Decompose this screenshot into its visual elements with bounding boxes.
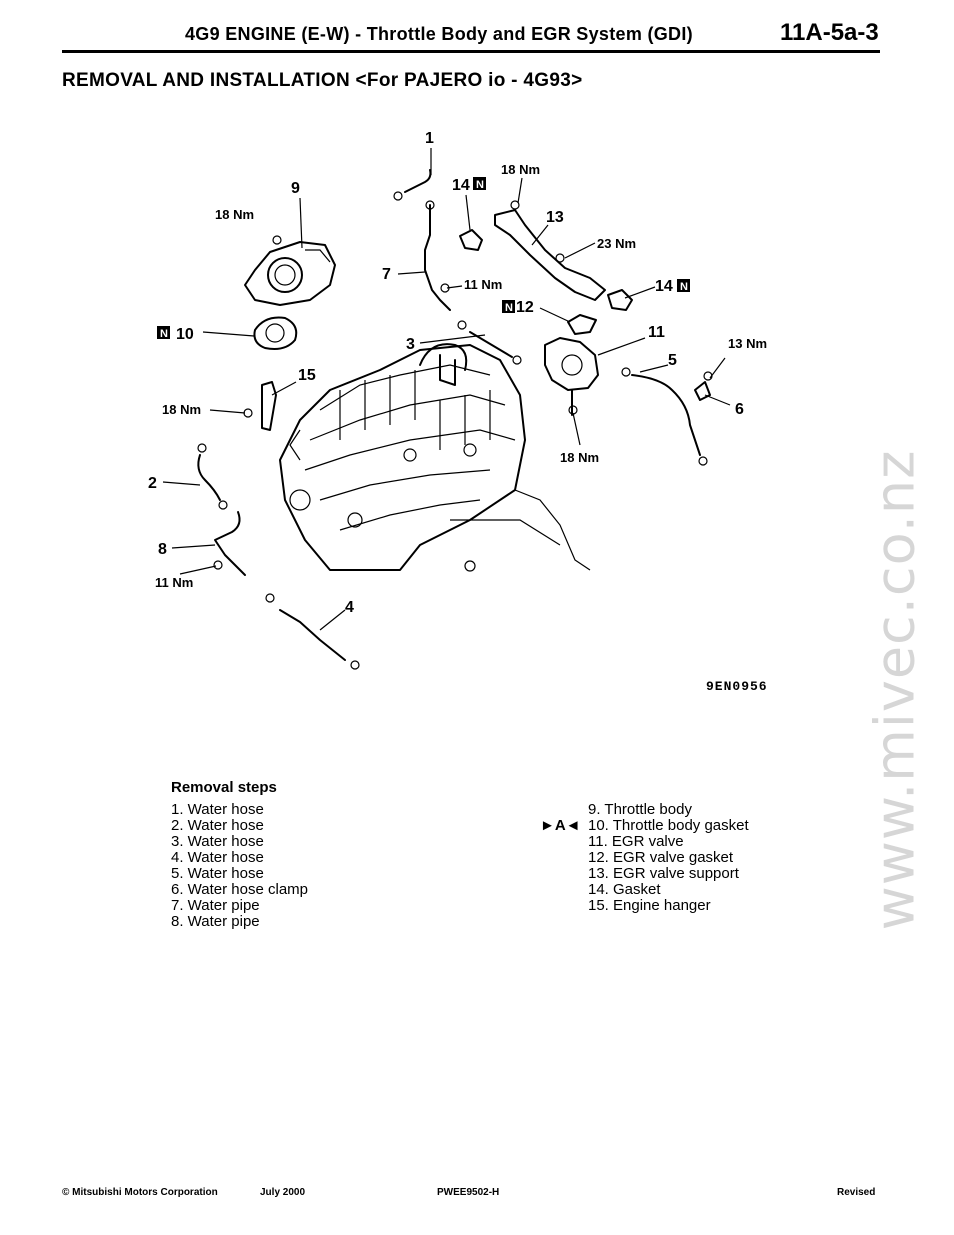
step-item: 3. Water hose — [171, 833, 264, 850]
leader-lines — [162, 148, 731, 631]
step-item: 13. EGR valve support — [540, 866, 749, 882]
step-item: 4. Water hose — [171, 849, 264, 866]
page-number: 11A-5a-3 — [780, 19, 879, 46]
step-text: 9. Throttle body — [588, 801, 692, 818]
section-title: REMOVAL AND INSTALLATION <For PAJERO io … — [62, 70, 583, 91]
callout-3: 3 — [406, 336, 415, 353]
footer-code: PWEE9502-H — [437, 1187, 500, 1198]
n-mark-12: N — [502, 300, 515, 314]
callout-5: 5 — [668, 352, 677, 369]
step-item: 8. Water pipe — [171, 913, 260, 930]
svg-text:N: N — [160, 328, 168, 340]
callout-9: 9 — [291, 180, 300, 197]
removal-steps-left: 1. Water hose 2. Water hose 3. Water hos… — [171, 802, 308, 930]
diagram-code: 9EN0956 — [706, 679, 768, 694]
callout-4: 4 — [345, 599, 354, 616]
n-mark-14a: N — [473, 177, 486, 191]
callout-14a: 14 — [452, 177, 470, 194]
step-item: 2. Water hose — [171, 817, 264, 834]
torque-label: 11 Nm — [464, 277, 502, 292]
removal-steps-right: 9. Throttle body ►A◄ 10. Throttle body ga… — [540, 802, 749, 914]
water-pipe-7 — [424, 204, 451, 311]
torque-label: 18 Nm — [560, 450, 599, 465]
header-title: 4G9 ENGINE (E-W) - Throttle Body and EGR… — [185, 24, 693, 44]
removal-steps-title: Removal steps — [171, 779, 277, 796]
engine-hanger — [261, 381, 277, 431]
step-item: 5. Water hose — [171, 865, 264, 882]
water-hose-1 — [404, 169, 432, 193]
callout-1: 1 — [425, 130, 434, 147]
footer-company: Mitsubishi Motors Corporation — [72, 1187, 218, 1198]
callout-7: 7 — [382, 266, 391, 283]
egr-valve-gasket — [567, 314, 597, 335]
callout-2: 2 — [148, 475, 157, 492]
service-mark: ►A◄ — [540, 817, 581, 834]
footer-copyright: © Mitsubishi Motors Corporation — [62, 1187, 218, 1198]
torque-label: 13 Nm — [728, 336, 767, 351]
callout-11: 11 — [648, 324, 665, 341]
callout-10: 10 — [176, 326, 194, 343]
n-mark-10: N — [157, 326, 170, 340]
gasket-14a — [459, 229, 483, 251]
throttle-body — [244, 241, 336, 306]
step-item: 1. Water hose — [171, 801, 264, 818]
exploded-diagram: 1 9 13 14 7 14 12 10 3 11 5 15 6 2 8 4 N… — [148, 130, 768, 694]
bolts — [213, 200, 713, 570]
callout-13: 13 — [546, 209, 564, 226]
copyright-icon: © — [62, 1187, 70, 1198]
header-rule — [62, 50, 880, 53]
footer-status: Revised — [837, 1187, 876, 1198]
svg-text:N: N — [505, 302, 513, 314]
step-text: 14. Gasket — [588, 881, 661, 898]
footer-date: July 2000 — [260, 1187, 306, 1198]
step-item: 11. EGR valve — [540, 834, 749, 850]
torque-label: 18 Nm — [215, 207, 254, 222]
water-hose-5 — [631, 374, 701, 456]
water-hose-4 — [279, 609, 346, 661]
egr-valve-support — [494, 209, 606, 301]
step-item: ►A◄ 10. Throttle body gasket — [540, 818, 749, 834]
callout-15: 15 — [298, 367, 316, 384]
step-text: 11. EGR valve — [588, 833, 684, 850]
throttle-body-gasket — [253, 316, 298, 350]
n-mark-14b: N — [677, 279, 690, 293]
step-item: 9. Throttle body — [540, 802, 749, 818]
engine-block — [279, 343, 591, 572]
water-hose-clamp — [694, 381, 711, 401]
torque-label: 18 Nm — [162, 402, 201, 417]
callout-12: 12 — [516, 299, 534, 316]
step-item: 15. Engine hanger — [540, 898, 749, 914]
step-item: 7. Water pipe — [171, 897, 260, 914]
svg-text:N: N — [476, 179, 484, 191]
callout-8: 8 — [158, 541, 167, 558]
step-text: 15. Engine hanger — [588, 897, 711, 914]
step-item: 12. EGR valve gasket — [540, 850, 749, 866]
watermark: www.mivec.co.nz — [863, 449, 927, 931]
svg-text:N: N — [680, 281, 688, 293]
callout-6: 6 — [735, 401, 744, 418]
step-text: 13. EGR valve support — [588, 865, 739, 882]
gasket-14b — [607, 289, 633, 311]
water-hose-2 — [197, 454, 221, 501]
step-item: 14. Gasket — [540, 882, 749, 898]
torque-label: 23 Nm — [597, 236, 636, 251]
step-text: 10. Throttle body gasket — [588, 817, 749, 834]
water-pipe-8 — [214, 511, 246, 576]
callout-14b: 14 — [655, 278, 673, 295]
egr-valve — [544, 337, 599, 416]
step-item: 6. Water hose clamp — [171, 881, 308, 898]
torque-label: 11 Nm — [155, 575, 193, 590]
step-text: 12. EGR valve gasket — [588, 849, 734, 866]
torque-label: 18 Nm — [501, 162, 540, 177]
